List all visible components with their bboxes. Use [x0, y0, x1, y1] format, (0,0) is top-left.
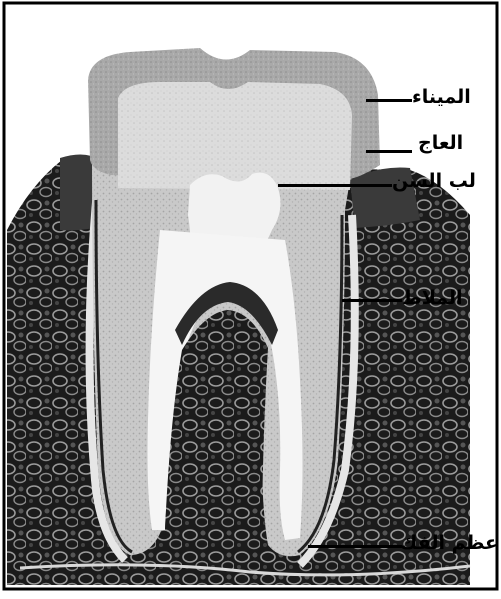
- pulp-leader-line: [278, 184, 392, 187]
- label-dentin: العاج: [418, 134, 463, 153]
- dentin-leader-line: [366, 150, 412, 153]
- crown-dentin: [118, 82, 352, 190]
- label-enamel: الميناء: [412, 88, 471, 107]
- cementum-leader-line: [342, 299, 402, 302]
- label-cementum: الملاط: [402, 289, 463, 308]
- enamel-leader-line: [366, 99, 412, 102]
- label-jawbone: عظم الفك: [400, 534, 498, 553]
- jawbone-leader-line: [308, 545, 402, 548]
- label-pulp: لب السن: [392, 172, 476, 191]
